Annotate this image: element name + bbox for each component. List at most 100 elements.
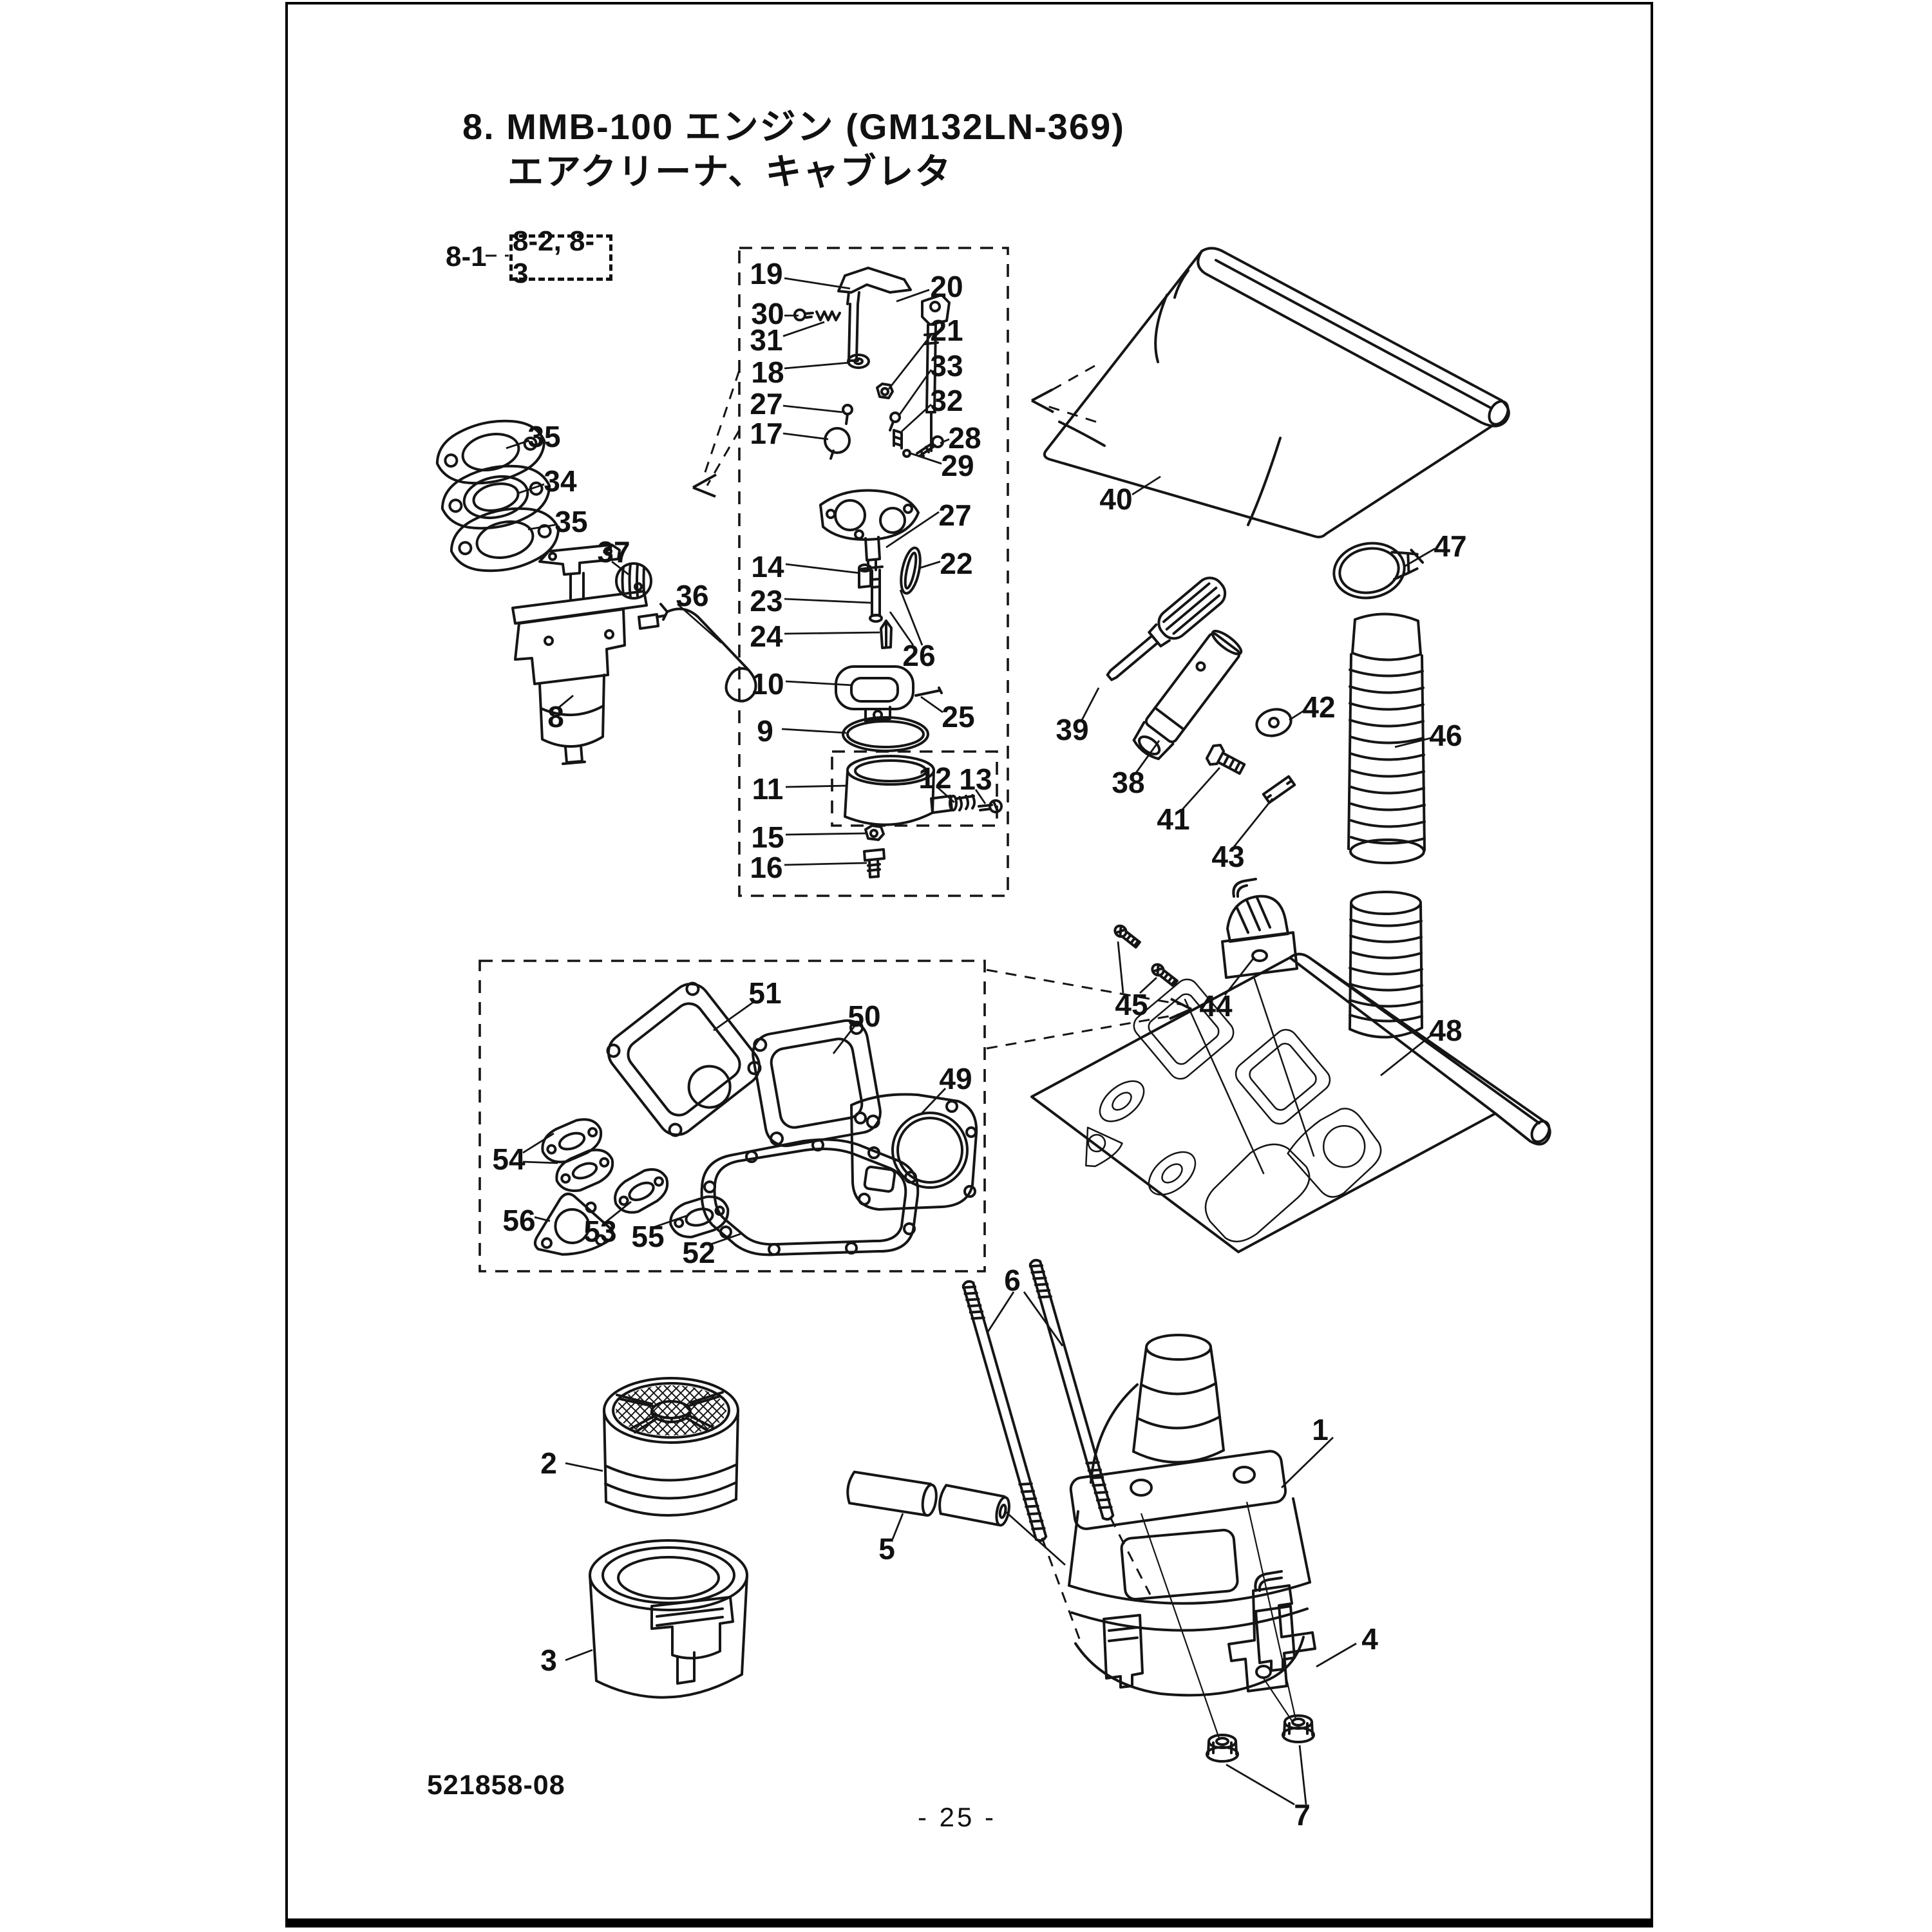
part-callout-39: 39 <box>1056 713 1089 746</box>
part-callout-7: 7 <box>1294 1798 1311 1832</box>
part-24-needle-valve <box>880 620 893 649</box>
part-callout-12: 12 <box>918 761 952 795</box>
part-52-crankcase-gasket <box>700 1138 920 1256</box>
part-48-gasket-sheet <box>1030 952 1551 1253</box>
part-callout-52: 52 <box>682 1236 715 1269</box>
part-callout-5: 5 <box>878 1532 895 1566</box>
part-callout-55: 55 <box>631 1220 665 1253</box>
part-35-gasket-upper <box>435 419 546 485</box>
part-10-float <box>835 665 914 723</box>
part-callout-34: 34 <box>544 464 577 498</box>
construction-lines <box>486 254 1184 1643</box>
part-50-gasket <box>752 1019 882 1148</box>
part-callout-4: 4 <box>1361 1622 1378 1656</box>
part-43-pin <box>1262 775 1296 804</box>
part-callout-37: 37 <box>597 535 630 569</box>
part-31-spring <box>815 310 841 321</box>
part-callout-28: 28 <box>948 421 981 455</box>
ref-box-8-2-8-3: 8-2, 8-3 <box>509 225 612 289</box>
part-35-gasket-lower <box>450 507 560 573</box>
doc-number: 521858-08 <box>427 1770 565 1801</box>
part-callout-48: 48 <box>1429 1014 1463 1047</box>
part-3-filter-cup <box>589 1539 748 1699</box>
part-callout-29: 29 <box>941 449 974 482</box>
part-11-float-bowl <box>844 755 958 826</box>
part-callout-6: 6 <box>1004 1264 1021 1297</box>
part-callout-54: 54 <box>492 1142 526 1176</box>
part-29-pin <box>902 449 911 458</box>
part-callout-46: 46 <box>1429 719 1463 752</box>
part-54-gaskets <box>541 1118 614 1192</box>
part-7-flange-nuts <box>1206 1714 1315 1763</box>
part-callout-21: 21 <box>930 314 963 347</box>
part-callout-43: 43 <box>1211 840 1245 873</box>
part-25-float-pin <box>914 687 943 697</box>
part-callout-44: 44 <box>1199 989 1233 1023</box>
part-callout-8: 8 <box>547 700 564 734</box>
part-callout-15: 15 <box>751 820 784 854</box>
part-callout-23: 23 <box>750 584 783 618</box>
part-15-nut <box>864 824 885 841</box>
part-callout-30: 30 <box>751 297 784 330</box>
carburetor-body-center <box>819 489 920 572</box>
page-title-line1: 8. MMB-100 エンジン (GM132LN-369) <box>462 106 1125 147</box>
part-callout-18: 18 <box>751 355 784 389</box>
page-title-line2: エアクリーナ、キャブレタ <box>507 151 952 192</box>
part-46-intake-hose <box>1347 612 1426 1039</box>
part-callout-1: 1 <box>1312 1413 1329 1446</box>
part-37-choke-knob <box>615 562 652 600</box>
gasket-kit-box <box>478 960 986 1273</box>
part-44-cover-bracket <box>1221 878 1298 979</box>
part-callout-47: 47 <box>1434 529 1467 563</box>
part-callout-24: 24 <box>750 620 783 653</box>
part-28-idle-screw <box>916 435 944 457</box>
part-callout-53: 53 <box>583 1215 617 1248</box>
part-callout-9: 9 <box>757 714 773 748</box>
part-callout-16: 16 <box>750 851 783 884</box>
filter-mesh <box>616 1385 726 1435</box>
part-5-breather-tube <box>846 1470 1010 1527</box>
page-border <box>285 2 1653 1927</box>
part-17-choke-plate <box>824 427 851 460</box>
part-callout-35: 35 <box>554 505 588 538</box>
ref-label-8-1: 8-1 <box>446 241 487 272</box>
carburetor-detail-box <box>738 247 1009 897</box>
part-16-bolt <box>863 848 886 878</box>
part-callout-20: 20 <box>930 270 963 303</box>
part-callout-22: 22 <box>940 547 973 580</box>
part-36-wire-link <box>659 603 757 703</box>
part-callout-3: 3 <box>540 1643 557 1677</box>
part-51-gasket <box>606 981 762 1137</box>
part-4-mount-bracket <box>1227 1570 1316 1692</box>
part-8-carburetor <box>511 544 666 765</box>
bowl-detail-box <box>831 750 998 827</box>
part-9-o-ring <box>842 716 929 752</box>
part-27-screw-upper <box>842 404 853 425</box>
part-callout-33: 33 <box>930 349 963 383</box>
part-42-washer <box>1255 708 1293 737</box>
part-56-gasket <box>533 1192 614 1256</box>
part-41-bolt <box>1205 744 1246 775</box>
part-45-screws <box>1113 924 1179 987</box>
part-47-hose-clamp <box>1332 542 1425 600</box>
part-18-washer <box>847 354 870 369</box>
part-callout-56: 56 <box>502 1204 536 1237</box>
part-callout-10: 10 <box>751 667 784 701</box>
part-callout-35: 35 <box>527 420 561 453</box>
part-20-choke-shaft <box>921 294 951 452</box>
pointer-arrowheads <box>692 388 1192 1020</box>
part-49-head-gasket <box>850 1093 978 1211</box>
part-40-tool-bag <box>1043 247 1510 538</box>
part-13-drain-screw <box>978 799 1003 813</box>
part-callout-42: 42 <box>1302 690 1336 724</box>
part-callout-51: 51 <box>748 976 782 1010</box>
part-38-socket-wrench <box>1132 629 1243 761</box>
part-callout-26: 26 <box>902 639 936 672</box>
part-callout-27: 27 <box>750 387 783 421</box>
part-1-air-cleaner-assembly <box>1068 1334 1311 1697</box>
part-6-studs <box>961 1258 1115 1542</box>
part-callout-41: 41 <box>1157 802 1190 836</box>
part-12-spring <box>956 794 976 811</box>
ref-box-label: 8-2, 8-3 <box>513 225 595 289</box>
